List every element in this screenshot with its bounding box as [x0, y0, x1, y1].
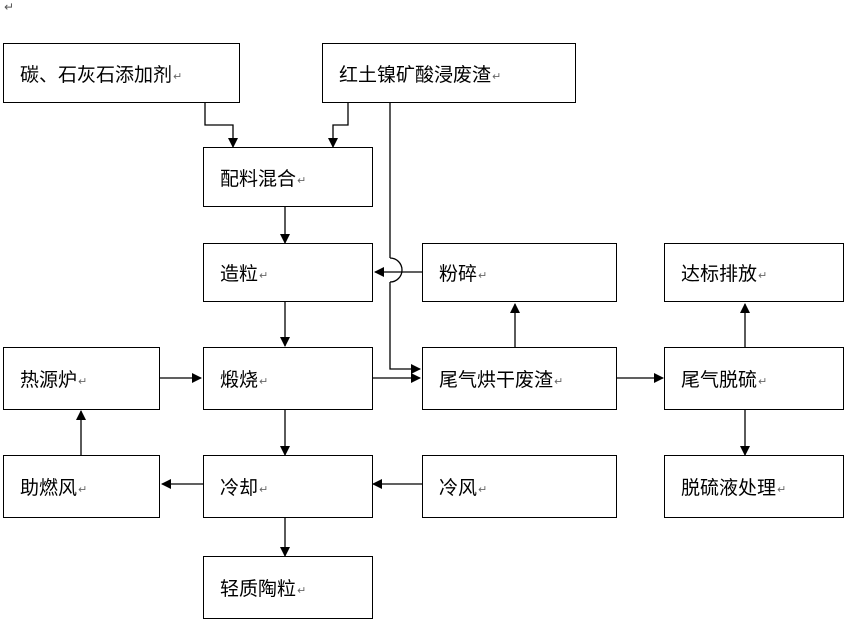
return-mark: ↵ [478, 483, 487, 496]
node-mixing: 配料混合↵ [203, 147, 373, 207]
return-mark: ↵ [758, 375, 767, 388]
return-mark: ↵ [259, 375, 268, 388]
node-granulation-label: 造粒 [220, 259, 258, 286]
return-mark: ↵ [173, 70, 182, 83]
node-additives-label: 碳、石灰石添加剂 [20, 60, 172, 87]
node-product: 轻质陶粒↵ [203, 556, 373, 619]
node-additives: 碳、石灰石添加剂↵ [3, 43, 240, 103]
arrow-residue-to-mixing [333, 103, 348, 147]
arrow-additives-to-mixing [205, 103, 233, 147]
node-cooling: 冷却↵ [203, 455, 373, 518]
node-cold-air: 冷风↵ [422, 455, 617, 518]
node-drying-label: 尾气烘干废渣 [439, 365, 553, 392]
node-mixing-label: 配料混合 [220, 164, 296, 191]
node-residue: 红土镍矿酸浸废渣↵ [322, 43, 576, 103]
node-desulfurization: 尾气脱硫↵ [664, 347, 844, 410]
node-liquid-treatment-label: 脱硫液处理 [681, 473, 776, 500]
return-mark: ↵ [478, 269, 487, 282]
node-heat-furnace: 热源炉↵ [3, 347, 160, 410]
return-mark: ↵ [758, 269, 767, 282]
return-mark: ↵ [297, 584, 306, 597]
node-drying: 尾气烘干废渣↵ [422, 347, 617, 410]
line-crossover-hop [390, 258, 402, 282]
node-combustion-air: 助燃风↵ [3, 455, 160, 518]
node-crushing-label: 粉碎 [439, 259, 477, 286]
node-liquid-treatment: 脱硫液处理↵ [664, 455, 844, 518]
node-residue-label: 红土镍矿酸浸废渣 [339, 60, 491, 87]
node-crushing: 粉碎↵ [422, 243, 617, 302]
node-granulation: 造粒↵ [203, 243, 373, 302]
node-discharge: 达标排放↵ [664, 243, 844, 302]
return-mark: ↵ [554, 375, 563, 388]
node-combustion-air-label: 助燃风 [20, 473, 77, 500]
node-calcination: 煅烧↵ [203, 347, 373, 410]
node-desulfurization-label: 尾气脱硫 [681, 365, 757, 392]
node-discharge-label: 达标排放 [681, 259, 757, 286]
node-product-label: 轻质陶粒 [220, 574, 296, 601]
return-mark: ↵ [492, 70, 501, 83]
return-mark: ↵ [78, 483, 87, 496]
return-mark: ↵ [259, 269, 268, 282]
return-mark: ↵ [297, 174, 306, 187]
node-heat-furnace-label: 热源炉 [20, 365, 77, 392]
node-cold-air-label: 冷风 [439, 473, 477, 500]
node-calcination-label: 煅烧 [220, 365, 258, 392]
return-mark: ↵ [78, 375, 87, 388]
return-mark: ↵ [777, 483, 786, 496]
return-mark: ↵ [259, 483, 268, 496]
node-cooling-label: 冷却 [220, 473, 258, 500]
